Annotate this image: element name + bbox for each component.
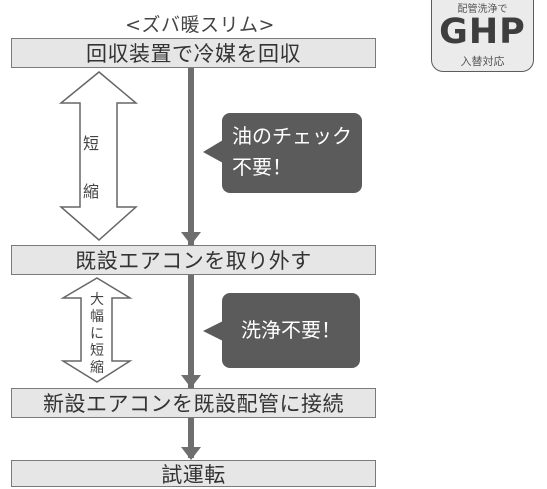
flow-arrowhead-step3: [181, 375, 201, 388]
step-connect-new-ac: 新設エアコンを既設配管に接続: [11, 388, 376, 418]
big-short-label: 大 幅 に 短 縮: [87, 292, 107, 377]
ghp-badge-title: GHP: [439, 12, 526, 52]
short-label-char: 短: [83, 134, 100, 153]
step-test-run: 試運転: [11, 460, 376, 487]
big-short-label-char: に: [90, 326, 104, 342]
step-remove-old-ac: 既設エアコンを取り外す: [11, 245, 376, 275]
callout-no-cleaning: 洗浄不要！: [222, 293, 360, 368]
ghp-badge-top-text: 配管洗浄で: [457, 4, 508, 15]
diagram-subtitle: <ズバ暖スリム>: [125, 14, 275, 36]
flow-arrowhead-step4: [181, 447, 201, 460]
callout-line: 洗浄不要！: [241, 318, 341, 342]
callout-line: 油のチェック: [232, 124, 352, 148]
callout-no-oil-check: 油のチェック 不要！: [222, 113, 362, 193]
ghp-badge: [431, 0, 534, 72]
bubble2-tail: [203, 321, 223, 341]
bubble1-tail: [203, 140, 223, 163]
short-label-char: 縮: [83, 182, 100, 201]
big-short-label-char: 幅: [90, 309, 104, 325]
flow-arrowhead-step2: [181, 232, 201, 245]
big-short-label-char: 短: [90, 343, 104, 359]
step-recover-refrigerant: 回収装置で冷媒を回収: [11, 38, 376, 68]
double-arrow-short: [58, 71, 139, 241]
callout-line: 不要！: [232, 155, 292, 179]
double-arrow-big-short: [60, 277, 133, 383]
big-short-label-char: 大: [90, 292, 104, 308]
big-short-label-char: 縮: [90, 360, 104, 376]
ghp-badge-bottom-text: 入替対応: [460, 55, 505, 68]
